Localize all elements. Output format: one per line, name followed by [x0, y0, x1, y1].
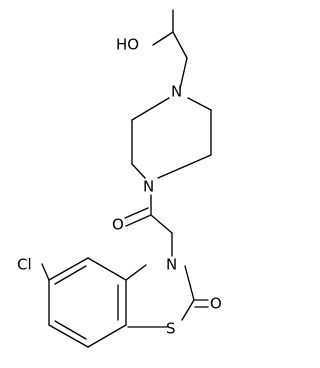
- bond-benz-3: [48, 257, 89, 281]
- benzothiazolone-oxygen-label: O: [210, 295, 222, 313]
- bond-lines: [41, 9, 212, 348]
- bond-pip-3: [131, 163, 146, 179]
- molecule-canvas: HO N N O Cl N O S: [17, 9, 222, 348]
- bond-benz-6: [87, 324, 127, 348]
- bond-c-cl: [41, 263, 50, 281]
- benzothiazole-n-label: N: [166, 256, 177, 274]
- bond-benz-2: [87, 257, 127, 281]
- bond-c2-s: [181, 299, 195, 321]
- bond-c-o-double-b: [124, 207, 149, 219]
- bond-benz-3-inner: [54, 265, 87, 285]
- bond-benz-5: [48, 324, 89, 348]
- bond-ch2-n: [179, 57, 188, 90]
- atom-labels: HO N N O Cl N O S: [17, 36, 222, 338]
- bond-pip-4: [157, 154, 212, 179]
- bond-n-c2: [184, 265, 195, 301]
- bond-pip-1: [131, 97, 170, 121]
- sulfur-label: S: [166, 320, 176, 338]
- bond-benz-5-inner: [54, 320, 87, 340]
- bond-pip-6: [187, 97, 212, 111]
- bond-c-oh: [152, 31, 174, 46]
- bond-c-o-double-a: [125, 214, 152, 227]
- hydroxyl-label: HO: [116, 36, 139, 54]
- bond-carbonyl-ch2: [150, 214, 173, 234]
- structure-diagram: HO N N O Cl N O S: [17, 9, 222, 348]
- piperazine-n-bottom-label: N: [143, 178, 154, 196]
- chloro-label: Cl: [17, 256, 32, 274]
- bond-carbinol-ch2: [172, 31, 188, 59]
- piperazine-n-top-label: N: [171, 83, 182, 101]
- carbonyl-oxygen-label: O: [112, 216, 124, 234]
- bond-n-c3a: [125, 264, 147, 281]
